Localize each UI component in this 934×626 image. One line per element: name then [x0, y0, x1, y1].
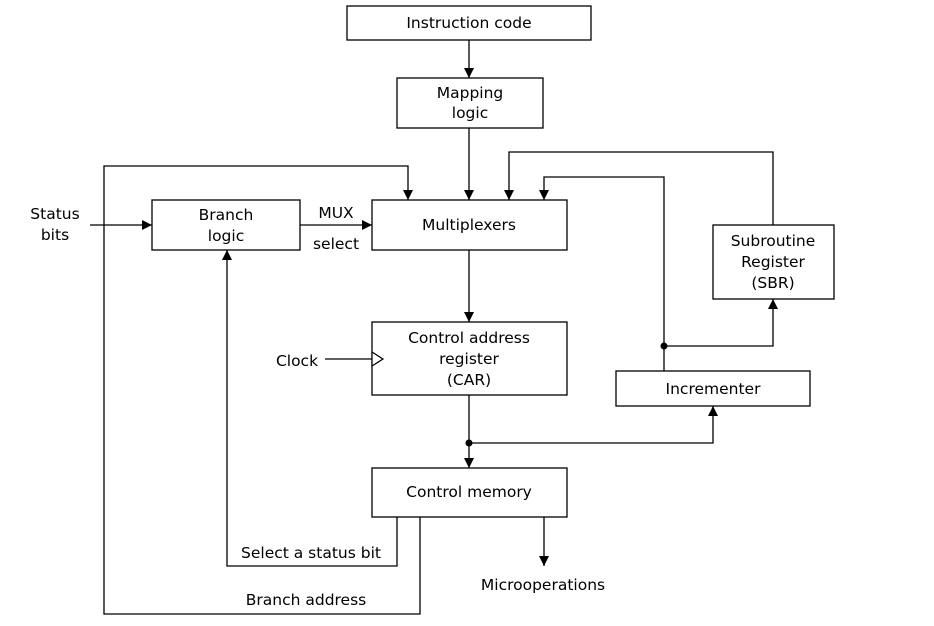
wire-car-to-incrementer	[469, 406, 718, 444]
subroutine-register-block: Subroutine Register (SBR)	[712, 224, 835, 300]
wire-incrementer-to-multiplexers	[539, 176, 665, 371]
branch-address-label: Branch address	[246, 591, 367, 609]
connections	[90, 40, 778, 615]
subroutine-register-label-line2: Register	[741, 253, 805, 271]
multiplexers-block: Multiplexers	[371, 199, 568, 251]
clock-edge-triangle-icon	[371, 350, 385, 368]
wire-incrementer-to-sbr	[664, 299, 778, 347]
mapping-logic-label-line2: logic	[452, 104, 488, 122]
instruction-code-block: Instruction code	[346, 5, 592, 41]
status-bits-label-line2: bits	[41, 226, 69, 244]
branch-logic-label-line2: logic	[208, 227, 244, 245]
wire-select-status-bit	[222, 250, 398, 567]
incrementer-label: Incrementer	[666, 380, 762, 398]
mapping-logic-label-line1: Mapping	[437, 84, 504, 102]
car-label-line2: register	[439, 350, 499, 368]
branch-logic-block: Branch logic	[151, 199, 301, 251]
car-label-line1: Control address	[408, 329, 530, 347]
junction-dot-car	[465, 439, 473, 447]
branch-logic-label-line1: Branch	[199, 206, 254, 224]
wire-sbr-to-multiplexers	[504, 151, 774, 225]
mapping-logic-block: Mapping logic	[396, 77, 544, 129]
car-label-line3: (CAR)	[447, 371, 491, 389]
instruction-code-label: Instruction code	[406, 14, 531, 32]
incrementer-block: Incrementer	[615, 370, 811, 407]
mux-select-label-line2: select	[313, 235, 359, 253]
select-status-bit-label: Select a status bit	[241, 544, 381, 562]
status-bits-label-line1: Status	[30, 205, 79, 223]
control-memory-label: Control memory	[406, 483, 532, 501]
mux-select-label-line1: MUX	[318, 204, 354, 222]
control-memory-block: Control memory	[371, 467, 568, 518]
junction-dot-incrementer	[660, 342, 668, 350]
clock-label: Clock	[276, 352, 318, 370]
subroutine-register-label-line3: (SBR)	[751, 274, 794, 292]
wire-branch-address	[103, 165, 421, 615]
control-address-register-block: Control address register (CAR)	[371, 321, 568, 396]
multiplexers-label: Multiplexers	[422, 216, 516, 234]
subroutine-register-label-line1: Subroutine	[731, 232, 816, 250]
signal-labels: Status bits MUX select Clock Select a st…	[30, 204, 605, 609]
microoperations-label: Microoperations	[481, 576, 605, 594]
